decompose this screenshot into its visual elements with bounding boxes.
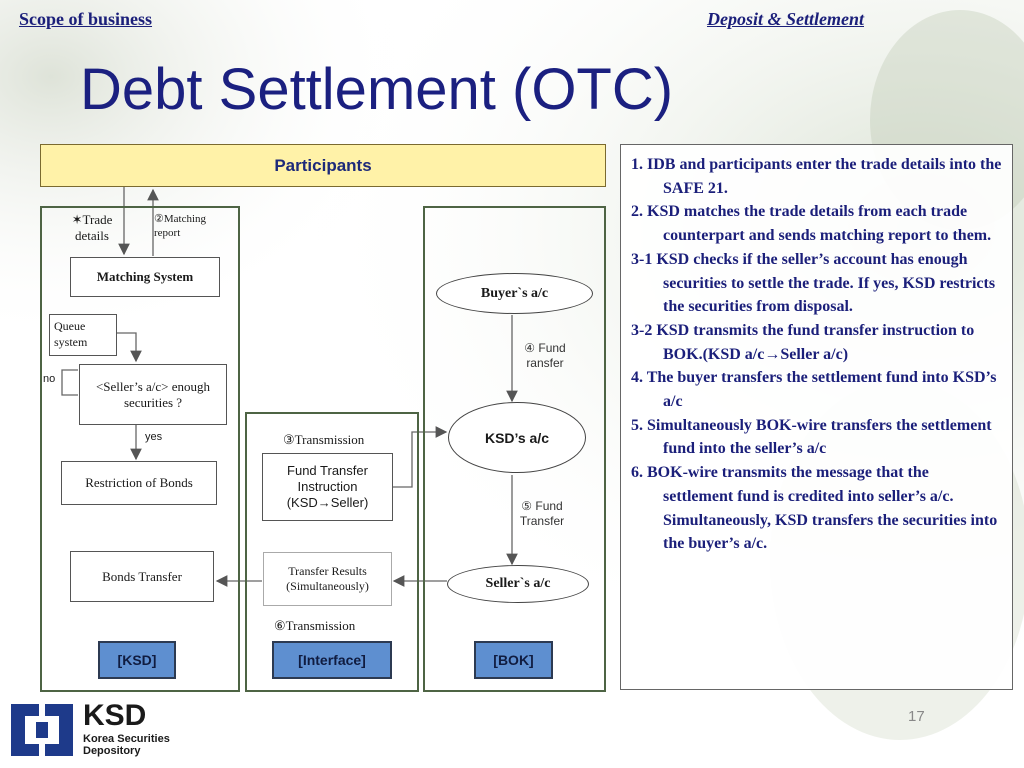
buyer-ac-oval: Buyer`s a/c [436, 273, 593, 314]
participants-box: Participants [40, 144, 606, 187]
fund-transfer-4-label: ④ Fund ransfer [524, 341, 566, 370]
matching-system-box: Matching System [70, 257, 220, 297]
ksd-logo-mark-icon [11, 704, 73, 756]
queue-system-box: Queue system [49, 314, 117, 356]
logo-text: KSD [83, 699, 147, 732]
fund-transfer-5-label: ⑤ Fund Transfer [519, 499, 565, 528]
note-6-cont: Simultaneously, KSD transfers the securi… [663, 511, 998, 553]
trade-details-label: ✶Trade details [71, 212, 113, 243]
note-6: 6. BOK-wire transmits the message that t… [631, 464, 954, 505]
ksd-logo: KSD Korea Securities Depository [11, 700, 201, 760]
note-3-1: 3-1 KSD checks if the seller’s account h… [631, 250, 996, 316]
bonds-transfer-box: Bonds Transfer [70, 551, 214, 602]
transmission-6-label: ⑥Transmission [274, 618, 356, 633]
ksd-lane [40, 206, 240, 692]
notes-panel: 1. IDB and participants enter the trade … [620, 144, 1013, 690]
logo-sub-2: Depository [83, 745, 141, 757]
no-label: no [43, 373, 56, 385]
header-scope-link[interactable]: Scope of business [19, 9, 153, 29]
fund-transfer-instruction-box: Fund Transfer Instruction (KSD→Seller) [262, 453, 393, 521]
yes-label: yes [145, 431, 163, 443]
restriction-of-bonds-box: Restriction of Bonds [61, 461, 217, 505]
matching-report-label: ②Matching report [154, 213, 207, 239]
note-4: 4. The buyer transfers the settlement fu… [631, 369, 997, 411]
interface-tag: [Interface] [272, 641, 392, 679]
page-number: 17 [908, 708, 925, 725]
bok-lane [423, 206, 606, 692]
page-title: Debt Settlement (OTC) [80, 57, 674, 122]
seller-ac-oval: Seller`s a/c [447, 565, 589, 603]
note-1: 1. IDB and participants enter the trade … [631, 156, 1002, 197]
interface-lane [245, 412, 419, 692]
transfer-results-box: Transfer Results (Simultaneously) [263, 552, 392, 606]
enough-securities-box: <Seller’s a/c> enough securities ? [79, 364, 227, 425]
bok-tag: [BOK] [474, 641, 553, 679]
note-3-2: 3-2 KSD transmits the fund transfer inst… [631, 321, 975, 363]
ksd-tag: [KSD] [98, 641, 176, 679]
note-2: 2. KSD matches the trade details from ea… [631, 203, 992, 245]
ksd-ac-oval: KSD’s a/c [448, 402, 586, 473]
transmission-3-label: ③Transmission [283, 432, 365, 447]
note-5: 5. Simultaneously BOK-wire transfers the… [631, 416, 992, 458]
header-section-link[interactable]: Deposit & Settlement [707, 9, 864, 29]
logo-sub-1: Korea Securities [83, 733, 170, 745]
